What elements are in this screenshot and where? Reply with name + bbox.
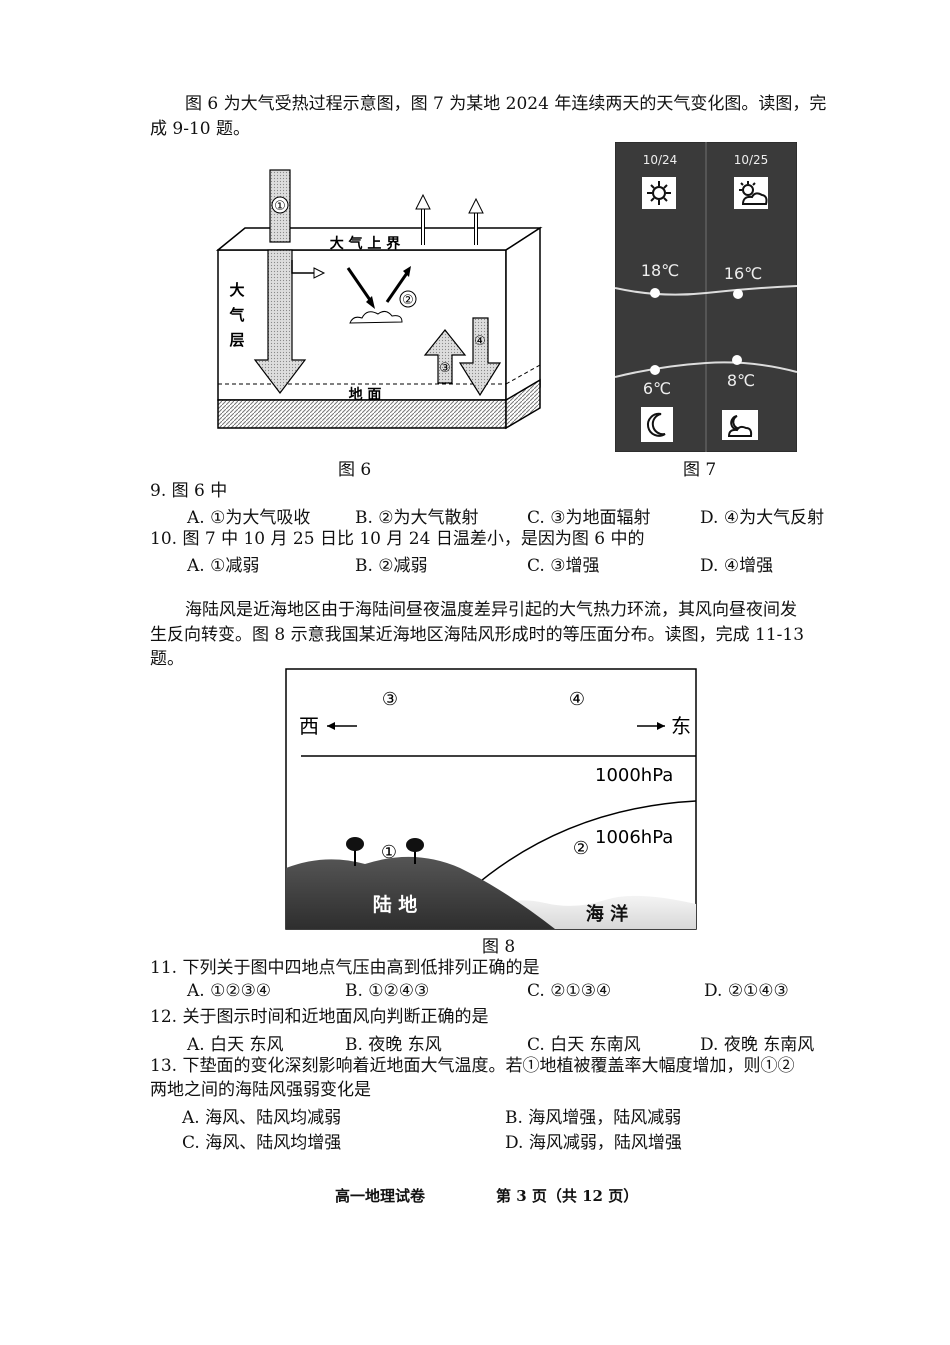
figure-6-caption: 图 6	[338, 460, 372, 480]
q12-option-d: D. 夜晚 东南风	[700, 1035, 815, 1055]
tree-icon	[406, 838, 424, 864]
atmosphere-top-label: 大 气 上 界	[330, 235, 402, 252]
marker-3: ③	[439, 361, 451, 376]
ground-label: 地 面	[349, 386, 382, 403]
q10-option-b: B. ②减弱	[355, 556, 428, 576]
isobar-1006-label: 1006hPa	[595, 827, 673, 848]
ground-slab	[217, 399, 507, 429]
fig8-marker-3: ③	[382, 689, 398, 710]
question-11-stem: 11. 下列关于图中四地点气压由高到低排列正确的是	[150, 958, 540, 978]
q12-option-c: C. 白天 东南风	[527, 1035, 641, 1055]
east-label: 东	[671, 714, 691, 738]
date-1: 10/24	[643, 153, 678, 167]
tree-icon	[346, 837, 364, 866]
high-temp-line	[615, 285, 797, 296]
q13-option-c: C. 海风、陆风均增强	[182, 1133, 342, 1153]
figure-7-caption: 图 7	[683, 460, 717, 480]
intro2-line-3: 题。	[150, 649, 184, 669]
sunny-icon	[642, 177, 676, 209]
fig8-marker-2: ②	[573, 838, 589, 859]
q11-option-a: A. ①②③④	[187, 981, 272, 1001]
figure-6-diagram: ① 大 气 上 界 大 气 层 地 面 ② ③ ④	[215, 169, 543, 430]
cloudy-moon-icon	[722, 410, 758, 440]
land-area	[286, 856, 555, 929]
footer-page-number: 第 3 页（共 12 页）	[496, 1187, 639, 1205]
intro2-line-2: 生反向转变。图 8 示意我国某近海地区海陆风形成时的等压面分布。读图，完成 11…	[150, 625, 805, 645]
question-10-stem: 10. 图 7 中 10 月 25 日比 10 月 24 日温差小，是因为图 6…	[150, 529, 645, 549]
fig8-marker-1: ①	[381, 842, 397, 863]
q13-option-a: A. 海风、陆风均减弱	[182, 1108, 342, 1128]
figure-8-caption: 图 8	[482, 937, 516, 957]
question-12-stem: 12. 关于图示时间和近地面风向判断正确的是	[150, 1007, 489, 1027]
west-label: 西	[299, 714, 319, 738]
atmosphere-label-3: 层	[229, 331, 244, 349]
fig8-marker-4: ④	[569, 689, 585, 710]
q10-option-a: A. ①减弱	[187, 556, 260, 576]
intro-line-2: 成 9-10 题。	[150, 119, 250, 139]
marker-1: ①	[274, 199, 286, 214]
q9-option-d: D. ④为大气反射	[700, 508, 825, 528]
q12-option-b: B. 夜晚 东风	[345, 1035, 442, 1055]
question-13-stem-1: 13. 下垫面的变化深刻影响着近地面大气温度。若①地植被覆盖率大幅度增加，则①②	[150, 1056, 795, 1076]
atmospheric-counter-radiation-arrow	[458, 317, 502, 397]
atmosphere-label-1: 大	[229, 281, 244, 299]
atmosphere-box-front	[217, 249, 507, 401]
q10-option-d: D. ④增强	[700, 556, 774, 576]
figure-8-isobar-diagram: ③ ④ 西 东 1000hPa 1006hPa 海 洋 陆 地 ① ②	[285, 668, 697, 930]
intro2-line-1: 海陆风是近海地区由于海陆间昼夜温度差异引起的大气热力环流，其风向昼夜间发	[185, 600, 797, 620]
q11-option-d: D. ②①④③	[704, 981, 789, 1001]
q12-option-a: A. 白天 东风	[187, 1035, 284, 1055]
land-label: 陆 地	[373, 893, 418, 916]
question-9-stem: 9. 图 6 中	[150, 481, 228, 501]
moon-icon	[641, 407, 673, 442]
q10-option-c: C. ③增强	[527, 556, 600, 576]
q11-option-b: B. ①②④③	[345, 981, 430, 1001]
isobar-1000-label: 1000hPa	[595, 765, 673, 786]
q9-option-a: A. ①为大气吸收	[187, 508, 311, 528]
atmosphere-label-2: 气	[228, 306, 244, 324]
footer-subject: 高一地理试卷	[335, 1187, 426, 1205]
high-temp-2: 16℃	[724, 264, 762, 283]
figure-7-weather-chart: 10/24 10/25 18℃ 16℃ 6℃ 8℃	[615, 142, 797, 452]
low-temp-line	[615, 361, 797, 378]
ground-radiation-arrow	[423, 329, 467, 384]
q13-option-d: D. 海风减弱，陆风增强	[505, 1133, 682, 1153]
q13-option-b: B. 海风增强，陆风减弱	[505, 1108, 682, 1128]
low-temp-1: 6℃	[643, 379, 671, 398]
intro-line-1: 图 6 为大气受热过程示意图，图 7 为某地 2024 年连续两天的天气变化图。…	[185, 94, 827, 114]
q11-option-c: C. ②①③④	[527, 981, 612, 1001]
q9-option-c: C. ③为地面辐射	[527, 508, 651, 528]
partly-cloudy-icon	[734, 177, 768, 209]
high-temp-1: 18℃	[641, 261, 679, 280]
low-temp-2: 8℃	[727, 371, 755, 390]
date-2: 10/25	[734, 153, 769, 167]
marker-4: ④	[474, 334, 486, 349]
isobar-1006	[469, 800, 697, 891]
question-13-stem-2: 两地之间的海陆风强弱变化是	[150, 1080, 371, 1100]
q9-option-b: B. ②为大气散射	[355, 508, 479, 528]
sea-label: 海 洋	[586, 903, 628, 925]
marker-2: ②	[402, 293, 414, 308]
